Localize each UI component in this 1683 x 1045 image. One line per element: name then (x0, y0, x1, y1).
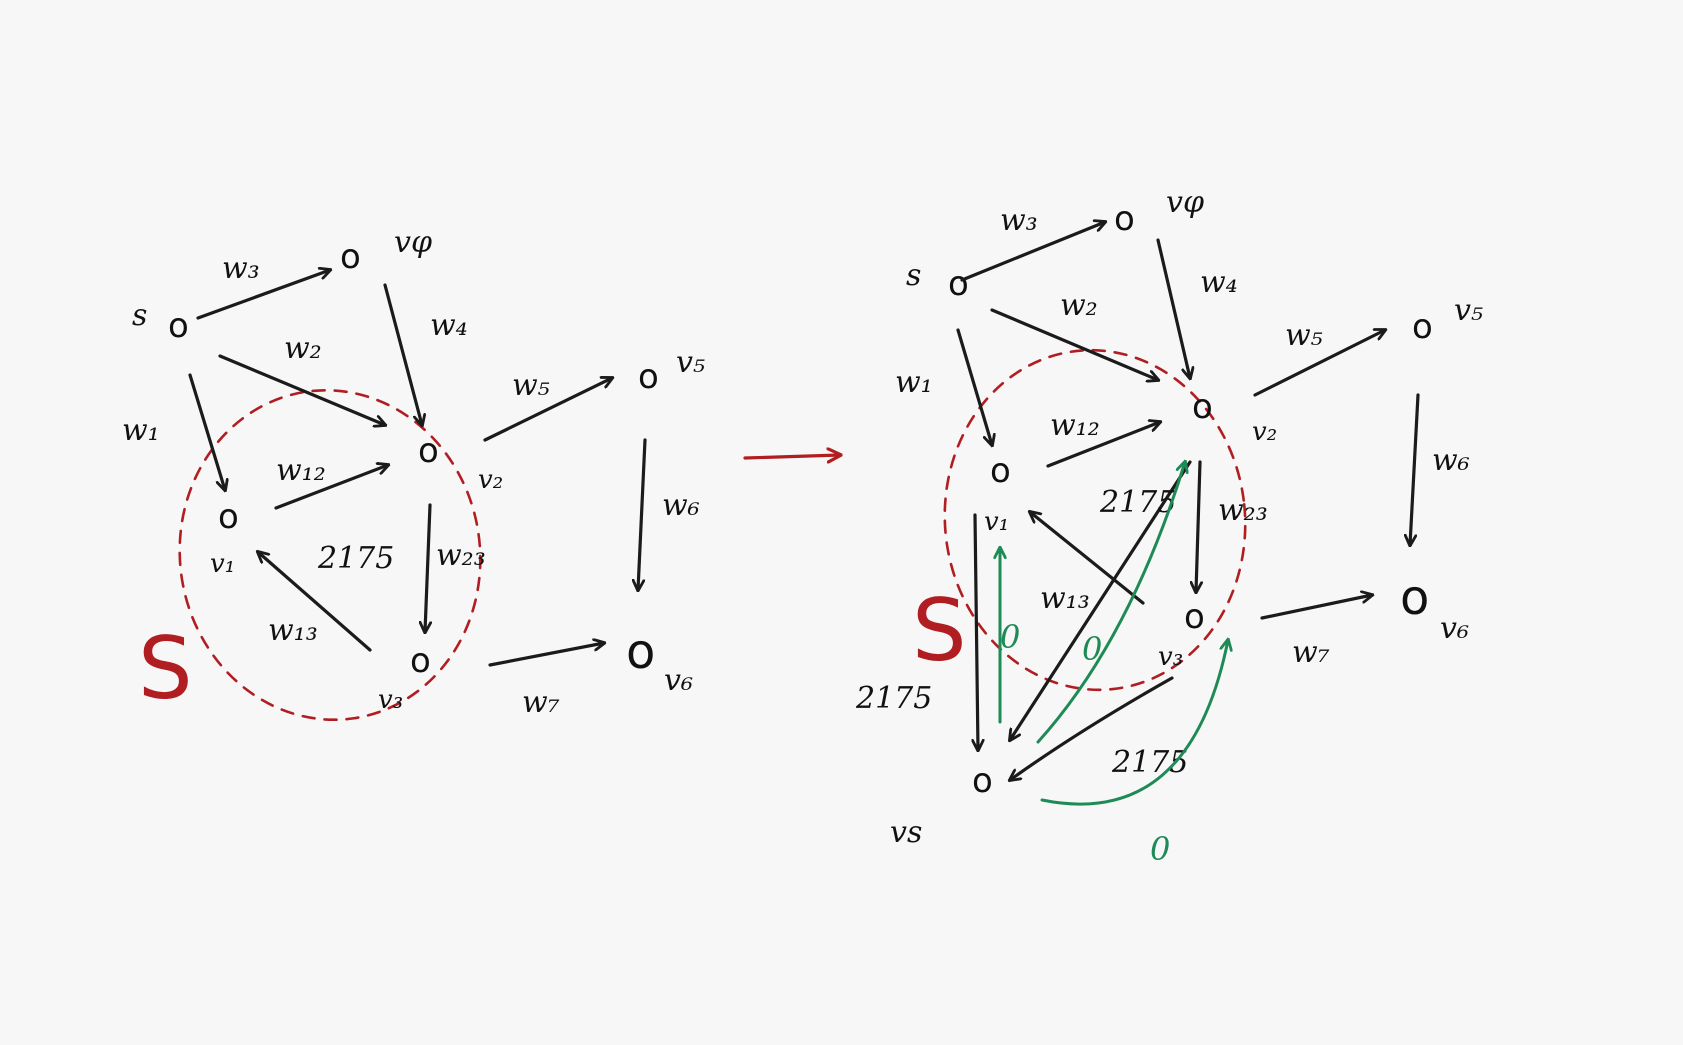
right-node-v3: o (1184, 597, 1205, 637)
right-edge-w13 (1030, 512, 1145, 605)
right-label-w23: w₂₃ (1218, 493, 1268, 528)
left-set-boundary (178, 388, 482, 722)
left-edge-w12 (274, 465, 388, 510)
right-v2-label: v₂ (1252, 417, 1277, 447)
left-label-w6: w₆ (662, 488, 700, 523)
right-edge-v2-vs (1010, 460, 1192, 740)
right-vs-label: vs (890, 815, 922, 850)
left-node-v1: o (218, 497, 239, 537)
right-edge-v1-vs (975, 513, 978, 750)
left-label-w13: w₁₃ (268, 613, 318, 648)
left-edge-w7 (488, 643, 604, 667)
right-label-w4: w₄ (1200, 265, 1238, 300)
right-edge-w7 (1260, 595, 1372, 620)
right-zero-label-2: 0 (1082, 630, 1102, 668)
left-node-v5: o (638, 357, 659, 397)
left-edge-w13 (258, 552, 372, 652)
right-edge-w2 (990, 308, 1158, 380)
right-v3-label: v₃ (1158, 642, 1183, 672)
left-note-2175: 2175 (317, 541, 394, 576)
left-edge-w4 (383, 283, 422, 425)
right-node-v1: o (990, 451, 1011, 491)
right-v5-label: v₅ (1454, 293, 1483, 328)
left-v1-label: v₁ (210, 549, 235, 579)
right-label-w3: w₃ (1000, 203, 1038, 238)
right-label-w5: w₅ (1285, 318, 1323, 353)
right-graph: S o s o vφ o v₂ o v₁ o v₃ o v₅ o v₆ o vs… (855, 185, 1483, 868)
left-node-v2: o (418, 431, 439, 471)
right-source-label: s (906, 258, 921, 293)
right-edge-w6 (1410, 393, 1420, 545)
left-graph: S o s o vφ o v₂ o v₁ o v₃ o v₅ o v₆ w₃ w… (122, 225, 705, 722)
right-zero-edge-vs-v2 (1036, 462, 1185, 744)
right-edge-w5 (1253, 330, 1385, 397)
left-node-v3: o (410, 641, 431, 681)
left-label-w12: w₁₂ (276, 453, 326, 488)
right-v6-label: v₆ (1440, 611, 1469, 646)
right-edge-v3-vs (1010, 676, 1174, 780)
right-node-v6: o (1400, 570, 1429, 626)
left-node-v4: o (340, 237, 361, 277)
right-node-v4: o (1114, 199, 1135, 239)
right-node-v2: o (1192, 387, 1213, 427)
left-edge-w2 (218, 354, 385, 425)
right-edge-w3 (960, 222, 1105, 282)
left-node-v6: o (626, 624, 655, 680)
left-label-w23: w₂₃ (436, 538, 486, 573)
right-edge-w4 (1156, 238, 1190, 378)
right-zero-label-1: 0 (1000, 618, 1020, 656)
right-label-w2: w₂ (1060, 288, 1098, 323)
left-source-label: s (132, 298, 147, 333)
left-label-w7: w₇ (522, 685, 560, 720)
right-zero-label-3: 0 (1150, 830, 1170, 868)
right-weight-v1-vs: 2175 (855, 681, 932, 716)
left-edge-w5 (483, 378, 612, 442)
left-label-w5: w₅ (512, 368, 550, 403)
left-set-label: S (138, 619, 193, 719)
right-edge-w1 (956, 328, 992, 445)
left-edge-w23 (425, 503, 430, 632)
right-label-w6: w₆ (1432, 443, 1470, 478)
right-set-label: S (912, 581, 967, 681)
right-label-w13: w₁₃ (1040, 581, 1090, 616)
left-v3-label: v₃ (378, 685, 403, 715)
right-v4-label: vφ (1166, 185, 1204, 220)
left-v2-label: v₂ (478, 465, 503, 495)
right-zero-edge-vs-v3 (1040, 640, 1228, 806)
right-edge-w23 (1196, 460, 1200, 592)
left-v5-label: v₅ (676, 345, 705, 380)
right-edge-w12 (1046, 422, 1160, 468)
left-label-w2: w₂ (284, 331, 322, 366)
left-node-s: o (168, 306, 189, 346)
left-v6-label: v₆ (664, 663, 693, 698)
left-label-w1: w₁ (122, 413, 160, 448)
right-label-w12: w₁₂ (1050, 408, 1100, 443)
left-edge-w1 (188, 373, 225, 490)
right-label-w1: w₁ (895, 365, 933, 400)
left-v4-label: vφ (394, 225, 432, 260)
right-label-w7: w₇ (1292, 635, 1330, 670)
left-label-w3: w₃ (222, 251, 260, 286)
left-label-w4: w₄ (430, 308, 468, 343)
right-node-v5: o (1412, 307, 1433, 347)
left-edge-w6 (638, 438, 647, 590)
right-v1-label: v₁ (984, 507, 1009, 537)
right-weight-v2-vs: 2175 (1099, 485, 1176, 520)
right-node-s: o (948, 264, 969, 304)
left-edge-w3 (196, 270, 330, 320)
transform-arrow (743, 455, 840, 458)
right-node-vs: o (972, 761, 993, 801)
right-set-boundary (943, 348, 1247, 692)
